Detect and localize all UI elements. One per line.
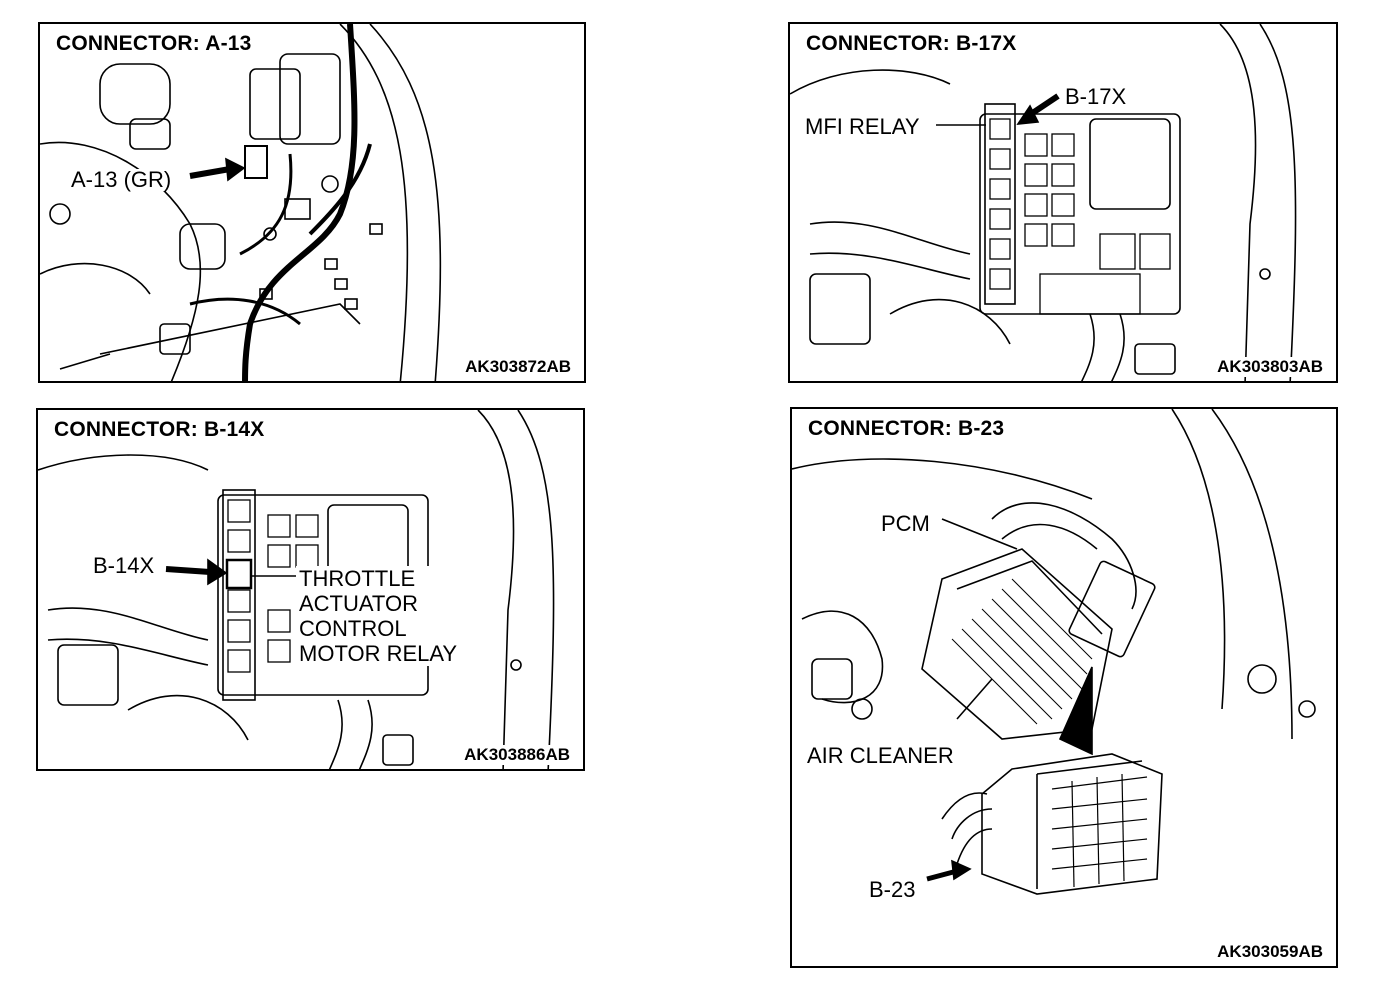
panel-title: CONNECTOR: B-14X [50, 418, 269, 442]
callout-air-cleaner: AIR CLEANER [804, 745, 957, 767]
callout-a13-connector: A-13 (GR) [68, 169, 175, 191]
panel-connector-b14x: CONNECTOR: B-14X B-14X THROTTLE ACTUATOR… [36, 408, 585, 771]
engine-bay-illustration-b17x [790, 24, 1297, 381]
figure-code: AK303886AB [461, 745, 573, 765]
relay-label-line: THROTTLE [299, 566, 416, 591]
callout-b17x-connector: B-17X [1062, 86, 1130, 108]
panel-title: CONNECTOR: B-23 [804, 417, 1009, 441]
relay-label-line: CONTROL [299, 616, 407, 641]
panel-title: CONNECTOR: A-13 [52, 32, 256, 56]
figure-code: AK303803AB [1214, 357, 1326, 377]
relay-label-line: MOTOR RELAY [299, 641, 458, 666]
engine-bay-illustration-a13 [40, 24, 442, 381]
figure-code: AK303872AB [462, 357, 574, 377]
callout-throttle-actuator-control-motor-relay: THROTTLE ACTUATOR CONTROL MOTOR RELAY [296, 566, 461, 666]
panel-connector-a13: CONNECTOR: A-13 A-13 (GR) AK303872AB [38, 22, 586, 383]
panel-title: CONNECTOR: B-17X [802, 32, 1021, 56]
panel-connector-b23: CONNECTOR: B-23 PCM AIR CLEANER B-23 AK3… [790, 407, 1338, 968]
relay-label-line: ACTUATOR [299, 591, 418, 616]
callout-b23-connector: B-23 [866, 879, 919, 901]
callout-pcm: PCM [878, 513, 933, 535]
callout-mfi-relay: MFI RELAY [802, 116, 923, 138]
engine-bay-illustration-b23 [792, 409, 1316, 895]
panel-connector-b17x: CONNECTOR: B-17X B-17X MFI RELAY AK30380… [788, 22, 1338, 383]
callout-b14x-connector: B-14X [90, 555, 158, 577]
figure-code: AK303059AB [1214, 942, 1326, 962]
